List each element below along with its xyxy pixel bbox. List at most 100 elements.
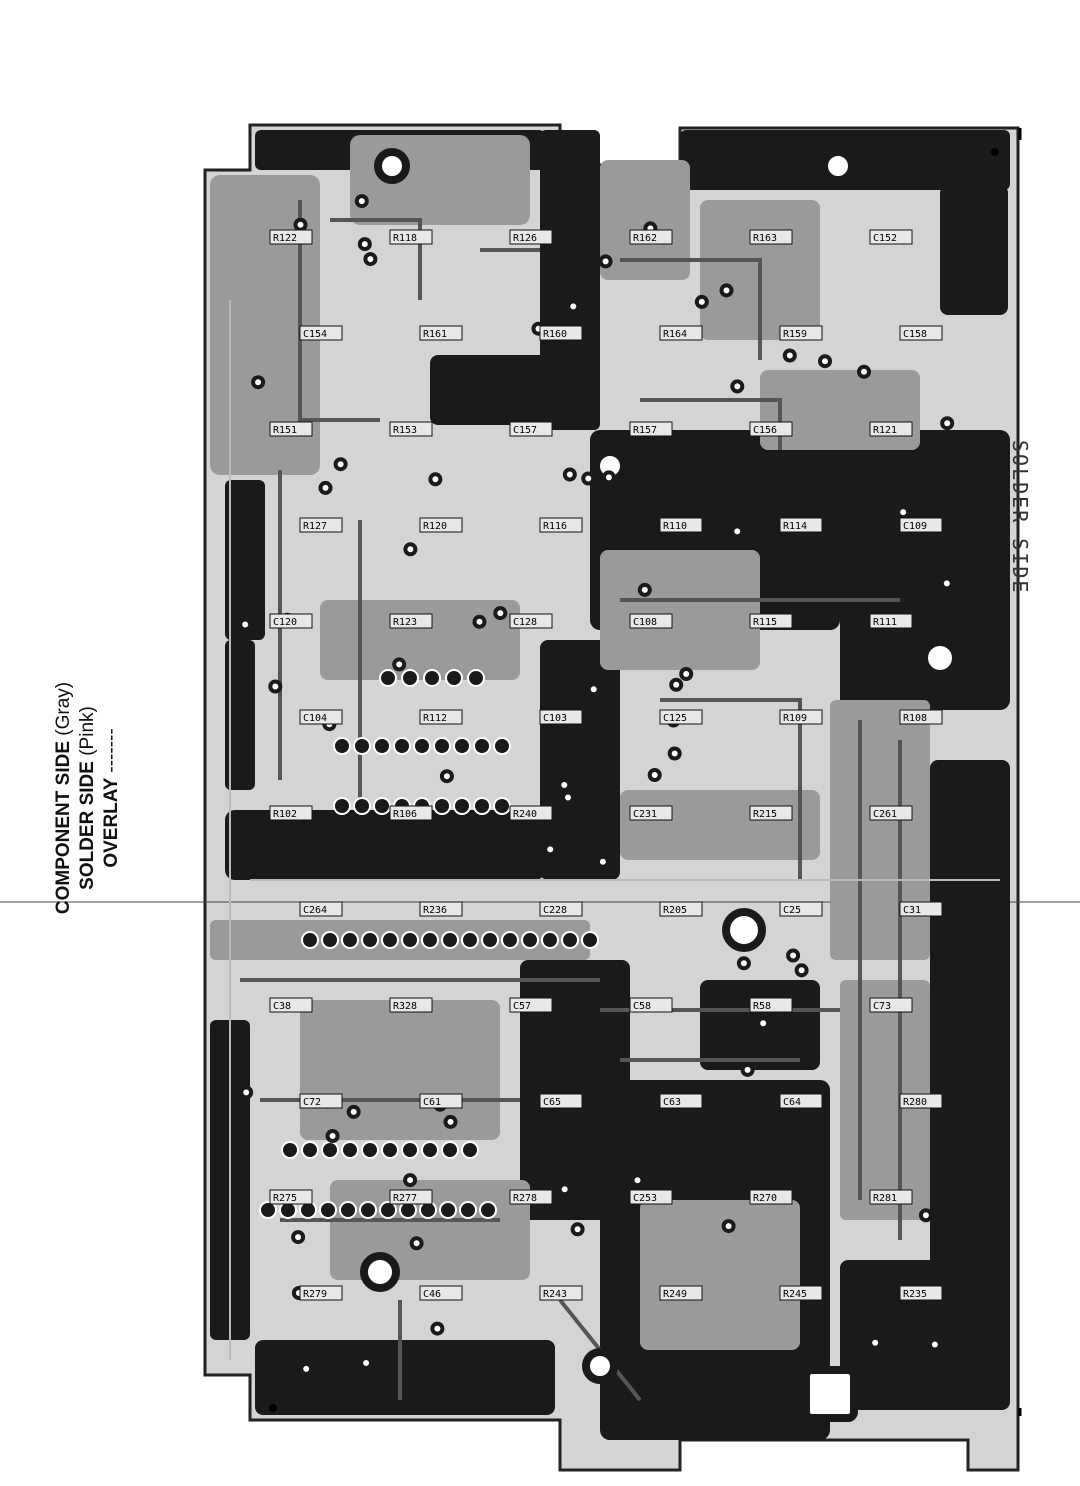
- via: [601, 470, 616, 485]
- legend-component-side: COMPONENT SIDE (Gray): [52, 648, 76, 948]
- component-label-text: R279: [303, 1289, 327, 1300]
- component-label-text: R236: [423, 905, 447, 916]
- via: [318, 480, 333, 495]
- via: [403, 1173, 418, 1188]
- legend-component-side-label: COMPONENT SIDE: [53, 741, 74, 915]
- component-label-text: R164: [663, 329, 687, 340]
- via: [586, 682, 601, 697]
- via: [736, 956, 751, 971]
- legend-solder-side-color: (Pink): [77, 706, 98, 756]
- via: [927, 1337, 942, 1352]
- component-label: R328: [389, 997, 433, 1013]
- through-hole-pin: [321, 931, 339, 949]
- component-label-text: R240: [513, 809, 537, 820]
- via: [730, 524, 745, 539]
- via: [730, 379, 745, 394]
- component-label-text: R111: [873, 617, 897, 628]
- component-label-text: C264: [303, 905, 327, 916]
- component-label: R162: [629, 229, 673, 245]
- component-label-text: C231: [633, 809, 657, 820]
- component-label: R112: [419, 709, 463, 725]
- component-label-text: C72: [303, 1097, 321, 1108]
- component-label-text: C73: [873, 1001, 891, 1012]
- component-label-text: R275: [273, 1193, 297, 1204]
- through-hole-pin: [581, 931, 599, 949]
- via: [403, 542, 418, 557]
- component-label-text: R114: [783, 521, 807, 532]
- through-hole-pin: [493, 737, 511, 755]
- through-hole-pin: [413, 737, 431, 755]
- component-label: C128: [509, 613, 553, 629]
- component-label: C57: [509, 997, 553, 1013]
- component-label: C31: [899, 901, 943, 917]
- via: [868, 1335, 883, 1350]
- through-hole-pin: [473, 737, 491, 755]
- via: [557, 1182, 572, 1197]
- through-hole-pin: [381, 931, 399, 949]
- component-label: C264: [299, 901, 343, 917]
- via: [562, 467, 577, 482]
- via: [581, 471, 596, 486]
- component-label: C156: [749, 421, 793, 437]
- component-label: R116: [539, 517, 583, 533]
- component-label: R153: [389, 421, 433, 437]
- pin-header-rows: [259, 669, 599, 1219]
- component-label-text: R205: [663, 905, 687, 916]
- via: [647, 768, 662, 782]
- component-label-text: R58: [753, 1001, 771, 1012]
- via: [268, 679, 283, 694]
- via: [694, 294, 709, 309]
- through-hole-pin: [441, 1141, 459, 1159]
- via: [430, 1321, 445, 1336]
- component-label-text: R116: [543, 521, 567, 532]
- component-label: C261: [869, 805, 913, 821]
- through-hole-pin: [445, 669, 463, 687]
- component-label-text: R108: [903, 713, 927, 724]
- through-hole-pin: [379, 669, 397, 687]
- component-label-text: C57: [513, 1001, 531, 1012]
- component-label-text: R328: [393, 1001, 417, 1012]
- through-hole-pin: [459, 1201, 477, 1219]
- via: [439, 769, 454, 784]
- through-hole-pin: [373, 737, 391, 755]
- component-label: R157: [629, 421, 673, 437]
- via: [493, 606, 508, 621]
- through-hole-pin: [481, 931, 499, 949]
- component-label-text: R109: [783, 713, 807, 724]
- component-label: C158: [899, 325, 943, 341]
- component-label-text: R151: [273, 425, 297, 436]
- legend-overlay-marker: -------: [101, 728, 122, 773]
- via: [740, 1062, 755, 1077]
- component-label-text: C61: [423, 1097, 441, 1108]
- via: [566, 299, 581, 314]
- solder-side-title: SOLDER SIDE: [1008, 440, 1032, 595]
- component-label-text: C108: [633, 617, 657, 628]
- via: [669, 677, 684, 692]
- through-hole-pin: [501, 931, 519, 949]
- through-hole-pin: [467, 669, 485, 687]
- component-label: R275: [269, 1189, 313, 1205]
- via: [238, 617, 253, 632]
- component-label-text: R277: [393, 1193, 417, 1204]
- component-label-text: C63: [663, 1097, 681, 1108]
- component-label: R108: [899, 709, 943, 725]
- through-hole-pin: [401, 1141, 419, 1159]
- via: [794, 963, 809, 978]
- through-hole-pin: [281, 1141, 299, 1159]
- component-label-text: C31: [903, 905, 921, 916]
- through-hole-pin: [401, 669, 419, 687]
- via: [896, 505, 911, 520]
- component-label: R159: [779, 325, 823, 341]
- legend-overlay: OVERLAY -------: [100, 648, 124, 948]
- via: [357, 237, 372, 252]
- via: [392, 657, 407, 672]
- component-label-text: R235: [903, 1289, 927, 1300]
- via: [786, 948, 801, 963]
- component-label-text: R163: [753, 233, 777, 244]
- component-label: C228: [539, 901, 583, 917]
- component-label: R110: [659, 517, 703, 533]
- component-label: R235: [899, 1285, 943, 1301]
- via: [543, 842, 558, 857]
